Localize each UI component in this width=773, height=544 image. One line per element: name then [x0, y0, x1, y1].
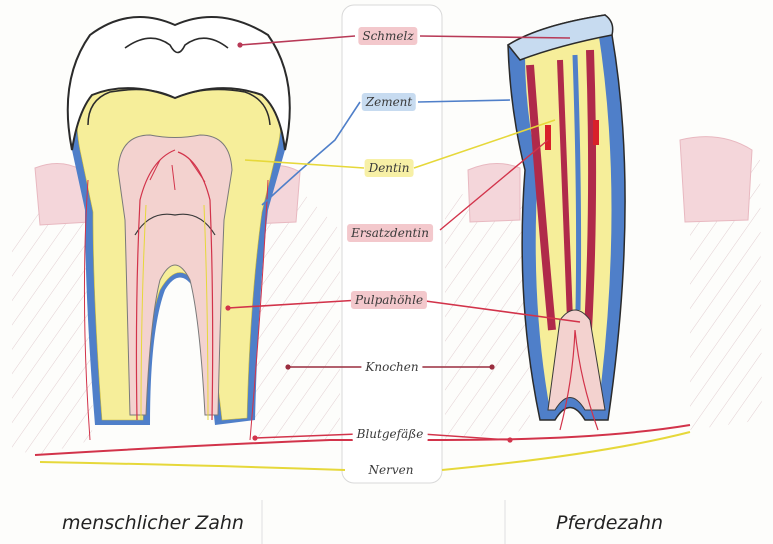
- label-dentin: Dentin: [365, 159, 414, 177]
- gum-horse-left: [468, 163, 520, 222]
- horse-enamel-band-3: [588, 50, 592, 330]
- label-nerven: Nerven: [365, 461, 418, 479]
- label-knochen: Knochen: [361, 358, 422, 376]
- label-blutgefaesse: Blutgefäße: [353, 425, 428, 443]
- gum-horse-right: [680, 137, 752, 222]
- bone-center-right: [445, 185, 530, 440]
- bone-center-left: [255, 190, 340, 440]
- label-schmelz: Schmelz: [358, 27, 417, 45]
- caption-horse-tooth: Pferdezahn: [556, 512, 663, 534]
- label-pulpahoehle: Pulpahöhle: [351, 291, 427, 309]
- bone-left: [12, 190, 95, 455]
- caption-human-tooth: menschlicher Zahn: [62, 512, 244, 534]
- center-label-panel: [342, 5, 442, 483]
- label-zement: Zement: [362, 93, 416, 111]
- label-ersatzdentin: Ersatzdentin: [347, 224, 433, 242]
